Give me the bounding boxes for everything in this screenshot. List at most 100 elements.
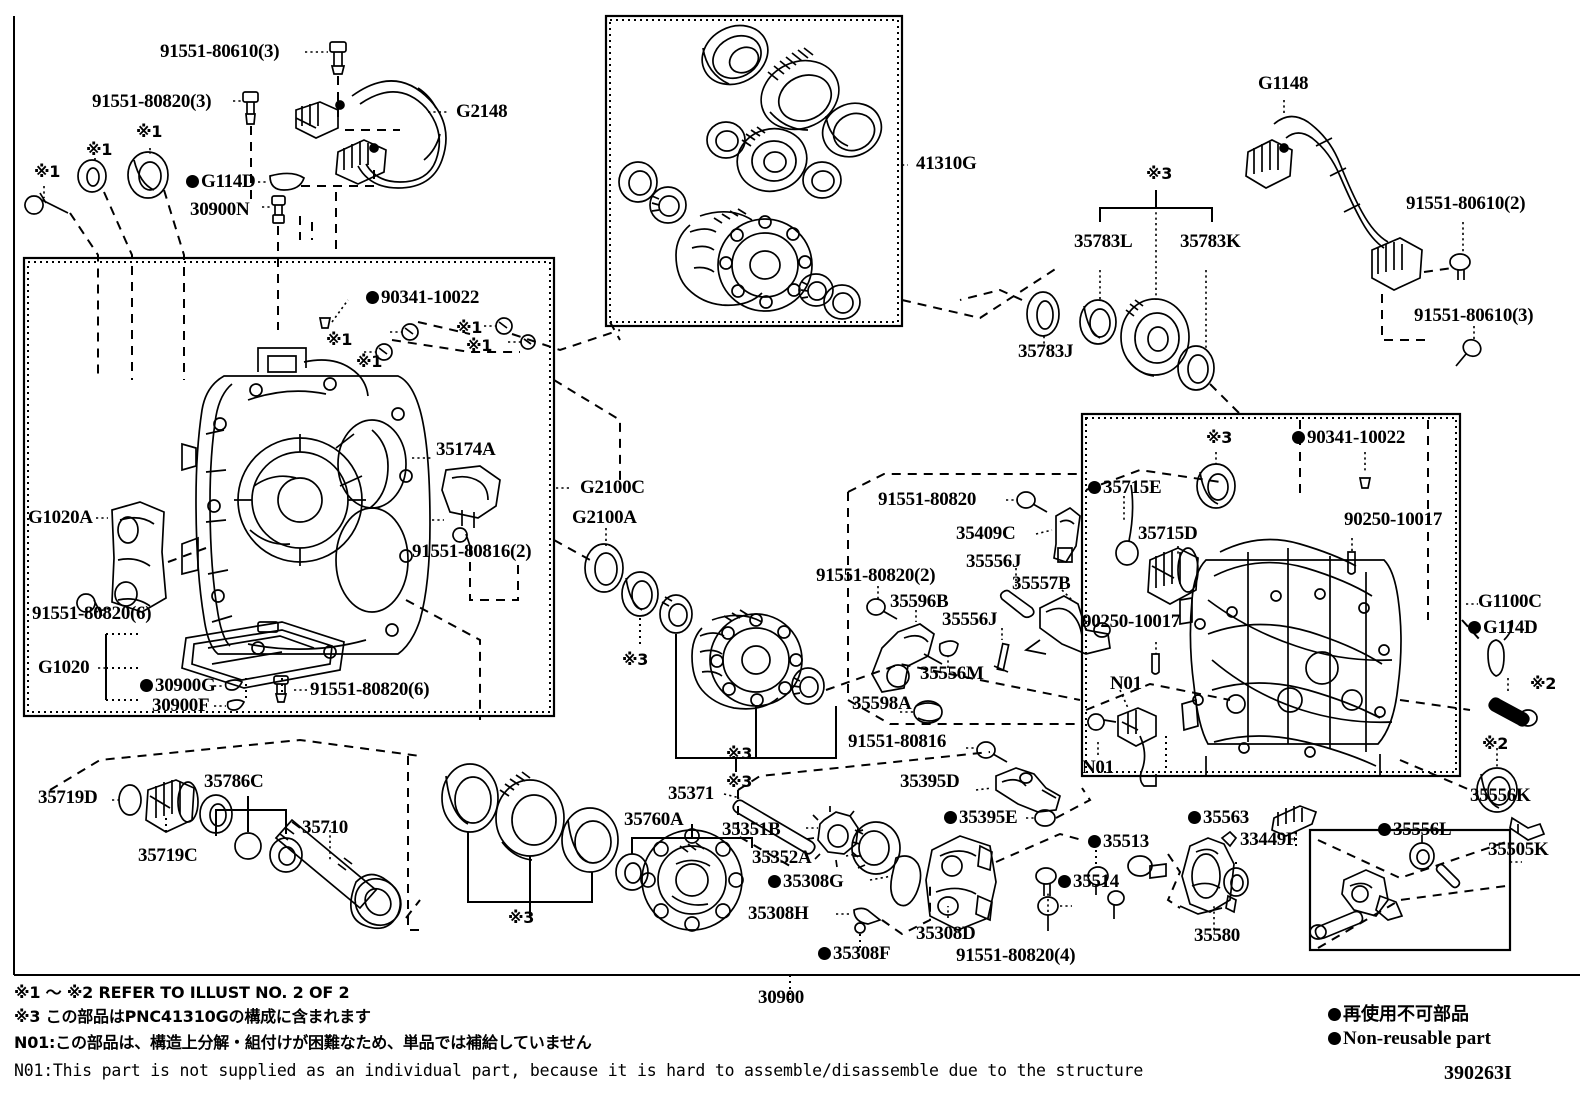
part-label-g1148: G1148 xyxy=(1258,73,1309,94)
part-label-g114d: G114D xyxy=(186,172,256,191)
part-label-35556m: 35556M xyxy=(920,663,984,684)
non-reusable-marker xyxy=(1468,621,1481,634)
part-label-35395d: 35395D xyxy=(900,771,960,792)
ref-mark-2-a: ※2 xyxy=(1530,674,1557,693)
ref-mark-3-c: ※3 xyxy=(726,772,753,791)
part-label-35563: 35563 xyxy=(1188,808,1249,827)
part-label-35395e: 35395E xyxy=(944,808,1018,827)
non-reusable-marker xyxy=(186,175,199,188)
part-label-90341-10022b: 90341-10022 xyxy=(1292,428,1405,447)
legend-marker-jp xyxy=(1328,1008,1341,1021)
part-label-35308f: 35308F xyxy=(818,944,891,963)
legend-non-reusable-jp: 再使用不可部品 xyxy=(1328,1000,1469,1026)
ref-mark-1-b: ※1 xyxy=(86,140,113,159)
part-label-35556k: 35556K xyxy=(1470,785,1531,806)
part-label-90250-10017a: 90250-10017 xyxy=(1344,509,1443,530)
non-reusable-marker xyxy=(1088,481,1101,494)
part-label-35308h: 35308H xyxy=(748,903,809,924)
ref-mark-2-b: ※2 xyxy=(1482,734,1509,753)
ref-mark-1-h: ※1 xyxy=(466,336,493,355)
part-label-35710: 35710 xyxy=(302,817,349,838)
part-label-35505k: 35505K xyxy=(1488,839,1549,860)
part-label-35557b: 35557B xyxy=(1012,573,1071,594)
part-label-35786c: 35786C xyxy=(204,771,264,792)
part-label-35556l: 35556L xyxy=(1378,820,1452,839)
non-reusable-marker xyxy=(1378,823,1391,836)
part-label-35308d: 35308D xyxy=(916,923,976,944)
ref-mark-1-e: ※1 xyxy=(326,330,353,349)
non-reusable-marker xyxy=(1058,875,1071,888)
part-label-35409c: 35409C xyxy=(956,523,1016,544)
non-reusable-marker xyxy=(1292,431,1305,444)
legend-non-reusable-en: Non-reusable part xyxy=(1328,1028,1491,1050)
part-label-35351b: 35351B xyxy=(722,819,781,840)
part-label-91551-80820-2: 91551-80820(2) xyxy=(816,565,936,586)
ref-mark-1-c: ※1 xyxy=(136,122,163,141)
part-label-91551-80820-6-right: 91551-80820(6) xyxy=(310,679,430,700)
part-label-90250-10017b: 90250-10017 xyxy=(1082,611,1181,632)
part-label-35715d: 35715D xyxy=(1138,523,1198,544)
part-label-90341-10022: 90341-10022 xyxy=(366,288,479,307)
ref-mark-1-a: ※1 xyxy=(34,162,61,181)
part-label-35308g: 35308G xyxy=(768,872,844,891)
part-label-35719c: 35719C xyxy=(138,845,198,866)
footnote-1: ※1 ～ ※2 REFER TO ILLUST NO. 2 OF 2 xyxy=(14,983,350,1002)
part-label-g2100a: G2100A xyxy=(572,507,637,528)
part-label-30900g: 30900G xyxy=(140,676,216,695)
ref-mark-1-f: ※1 xyxy=(356,352,383,371)
part-label-30900f: 30900F xyxy=(152,695,210,716)
part-label-35556j-lower: 35556J xyxy=(942,609,998,630)
ref-mark-3-f: ※3 xyxy=(726,744,753,763)
part-label-g1020a: G1020A xyxy=(28,507,93,528)
part-label-g2148: G2148 xyxy=(456,101,508,122)
part-label-35352a: 35352A xyxy=(752,847,812,868)
part-label-35719d: 35719D xyxy=(38,787,98,808)
ref-mark-3-a: ※3 xyxy=(1146,164,1173,183)
part-label-30900: 30900 xyxy=(758,987,805,1008)
part-label-91551-80610-2: 91551-80610(2) xyxy=(1406,193,1526,214)
part-label-91551-80610-3: 91551-80610(3) xyxy=(160,41,280,62)
part-label-g2100c: G2100C xyxy=(580,477,645,498)
legend-marker-en xyxy=(1328,1032,1341,1045)
footnote-2: ※3 この部品はPNC41310Gの構成に含まれます xyxy=(14,1007,371,1026)
non-reusable-marker xyxy=(1188,811,1201,824)
ref-mark-3-d: ※3 xyxy=(1206,428,1233,447)
ref-mark-3-e: ※3 xyxy=(508,908,535,927)
part-label-91551-80816-2: 91551-80816(2) xyxy=(412,541,532,562)
non-reusable-marker xyxy=(818,947,831,960)
part-label-35760a: 35760A xyxy=(624,809,684,830)
part-label-35596b: 35596B xyxy=(890,591,949,612)
part-label-35514: 35514 xyxy=(1058,872,1119,891)
part-label-g1100c: G1100C xyxy=(1478,591,1542,612)
part-label-n01-b: N01 xyxy=(1082,757,1114,778)
non-reusable-marker xyxy=(1088,835,1101,848)
non-reusable-marker xyxy=(768,875,781,888)
part-label-91551-80820-6-left: 91551-80820(6) xyxy=(32,603,152,624)
part-label-91551-80820-4: 91551-80820(4) xyxy=(956,945,1076,966)
non-reusable-marker xyxy=(366,291,379,304)
part-label-35598a: 35598A xyxy=(852,693,912,714)
part-label-91551-80820: 91551-80820 xyxy=(878,489,977,510)
footnote-4: N01:This part is not supplied as an indi… xyxy=(14,1061,1144,1080)
part-label-35513: 35513 xyxy=(1088,832,1149,851)
non-reusable-marker xyxy=(944,811,957,824)
part-label-35783j: 35783J xyxy=(1018,341,1074,362)
part-label-91551-80816: 91551-80816 xyxy=(848,731,947,752)
part-label-35783k: 35783K xyxy=(1180,231,1241,252)
part-label-g1020: G1020 xyxy=(38,657,90,678)
part-label-91551-80610-3b: 91551-80610(3) xyxy=(1414,305,1534,326)
part-label-41310g: 41310G xyxy=(916,153,977,174)
drawing-number: 390263I xyxy=(1444,1062,1512,1084)
part-label-35371: 35371 xyxy=(668,783,715,804)
part-label-35556j-upper: 35556J xyxy=(966,551,1022,572)
ref-mark-1-g: ※1 xyxy=(456,318,483,337)
part-label-30900n: 30900N xyxy=(190,199,250,220)
part-label-35174a: 35174A xyxy=(436,439,496,460)
part-label-g114d-right: G114D xyxy=(1468,618,1538,637)
part-label-91551-80820-3: 91551-80820(3) xyxy=(92,91,212,112)
part-label-n01-a: N01 xyxy=(1110,673,1142,694)
footnote-3: N01:この部品は、構造上分解・組付けが困難なため、単品では補給していません xyxy=(14,1033,592,1052)
part-label-33449f: 33449F xyxy=(1240,829,1298,850)
